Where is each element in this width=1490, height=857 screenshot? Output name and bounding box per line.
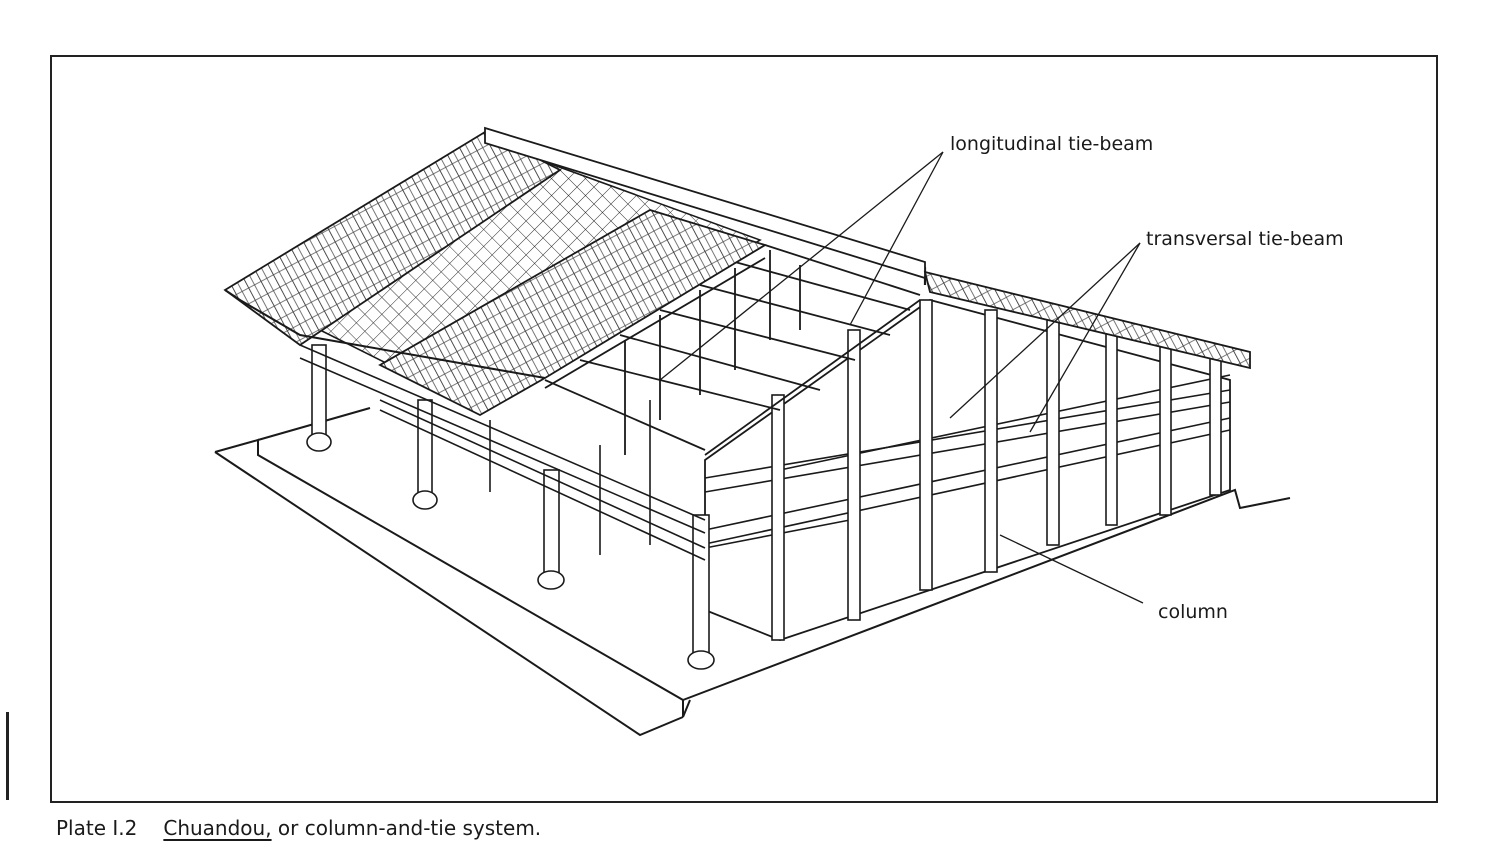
side-columns (771, 299, 1222, 641)
label-column: column (1158, 601, 1228, 623)
leader-lines (659, 151, 1144, 604)
ridge (484, 126, 926, 280)
roof-tiles-left (223, 130, 562, 347)
roof-tiles-right (923, 270, 1251, 370)
label-transversal-tie-beam: transversal tie-beam (1146, 228, 1344, 250)
roof (223, 126, 1251, 417)
label-longitudinal-tie-beam: longitudinal tie-beam (950, 133, 1154, 155)
plate-number: Plate I.2 (56, 816, 138, 840)
caption-term: Chuandou, (163, 816, 272, 840)
plate-caption: Plate I.2 Chuandou, or column-and-tie sys… (56, 816, 541, 840)
roof-tiles-middle (378, 209, 768, 417)
front-beams (299, 344, 706, 561)
front-columns (306, 344, 715, 670)
scan-edge-mark (6, 712, 9, 800)
caption-description: or column-and-tie system. (271, 816, 542, 840)
plate-frame (50, 55, 1438, 803)
platform (214, 407, 1291, 737)
